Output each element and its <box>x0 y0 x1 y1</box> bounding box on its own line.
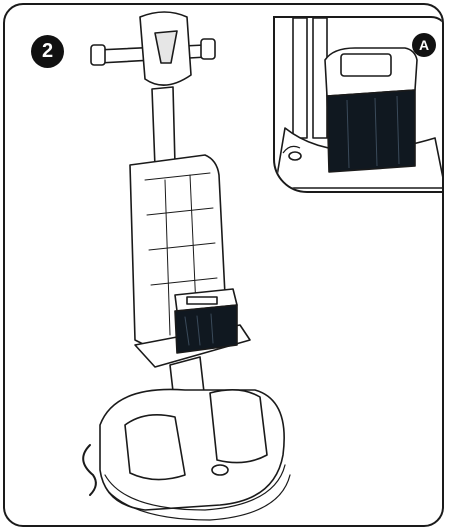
detail-inset: A <box>273 16 442 193</box>
brush-ring <box>106 474 291 521</box>
hose <box>82 444 97 496</box>
floor-machine-illustration <box>82 11 291 521</box>
illustration-frame: 2 <box>3 3 444 527</box>
step-number-badge: 2 <box>31 35 64 68</box>
handle-grip-left <box>90 44 106 66</box>
shaft <box>151 86 176 168</box>
inset-battery-body <box>326 89 416 173</box>
motor-housing-left <box>124 414 186 481</box>
handle-grip-right <box>200 38 216 60</box>
motor-housing-right <box>209 389 268 464</box>
detail-label-badge: A <box>412 33 436 57</box>
battery-body <box>174 304 238 354</box>
battery-detail-illustration <box>275 18 442 189</box>
